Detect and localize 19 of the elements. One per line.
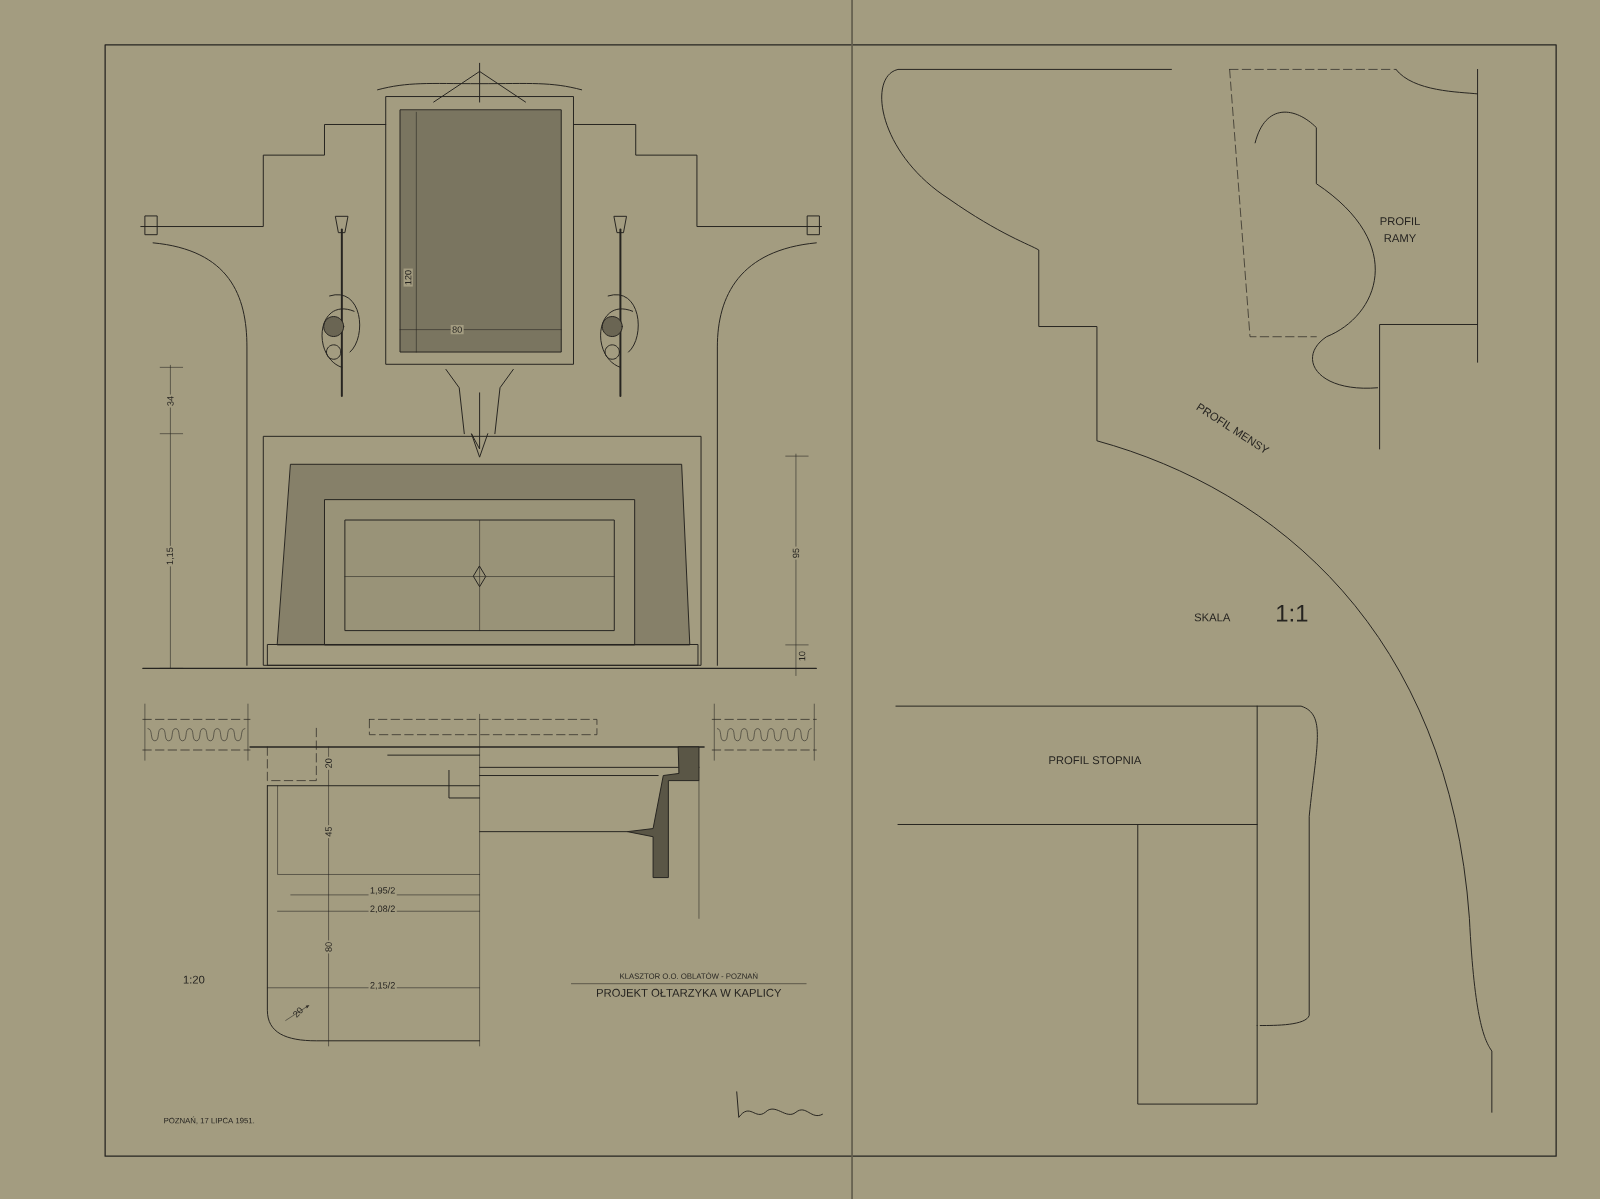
scale-label: 1:1 <box>1277 605 1308 622</box>
dimension-label: 1,15 <box>165 545 176 567</box>
drawing-title: PROJEKT OŁTARZYKA W KAPLICY <box>597 988 782 997</box>
dimension-label: 2,15/2 <box>368 980 397 992</box>
profile-label: PROFIL STOPNIA <box>1049 756 1142 765</box>
dimension-label: 45 <box>323 825 334 839</box>
dimension-label: 80 <box>323 940 334 954</box>
dimension-label: 120 <box>403 268 413 287</box>
dimension-label: 1,95/2 <box>368 885 397 897</box>
dimension-label: 20 <box>293 1007 303 1018</box>
dimension-label: 2,08/2 <box>368 903 397 915</box>
dimension-label: 34 <box>165 394 176 408</box>
dimension-label: 95 <box>791 546 801 560</box>
scale-label: SKALA <box>1194 613 1231 622</box>
scale-label: 1:20 <box>183 975 205 984</box>
dimension-label: 80 <box>450 325 464 335</box>
dimension-label: 20 <box>323 756 334 770</box>
dimension-label: 10 <box>797 649 807 663</box>
profile-label: PROFIL RAMY <box>1380 217 1420 242</box>
